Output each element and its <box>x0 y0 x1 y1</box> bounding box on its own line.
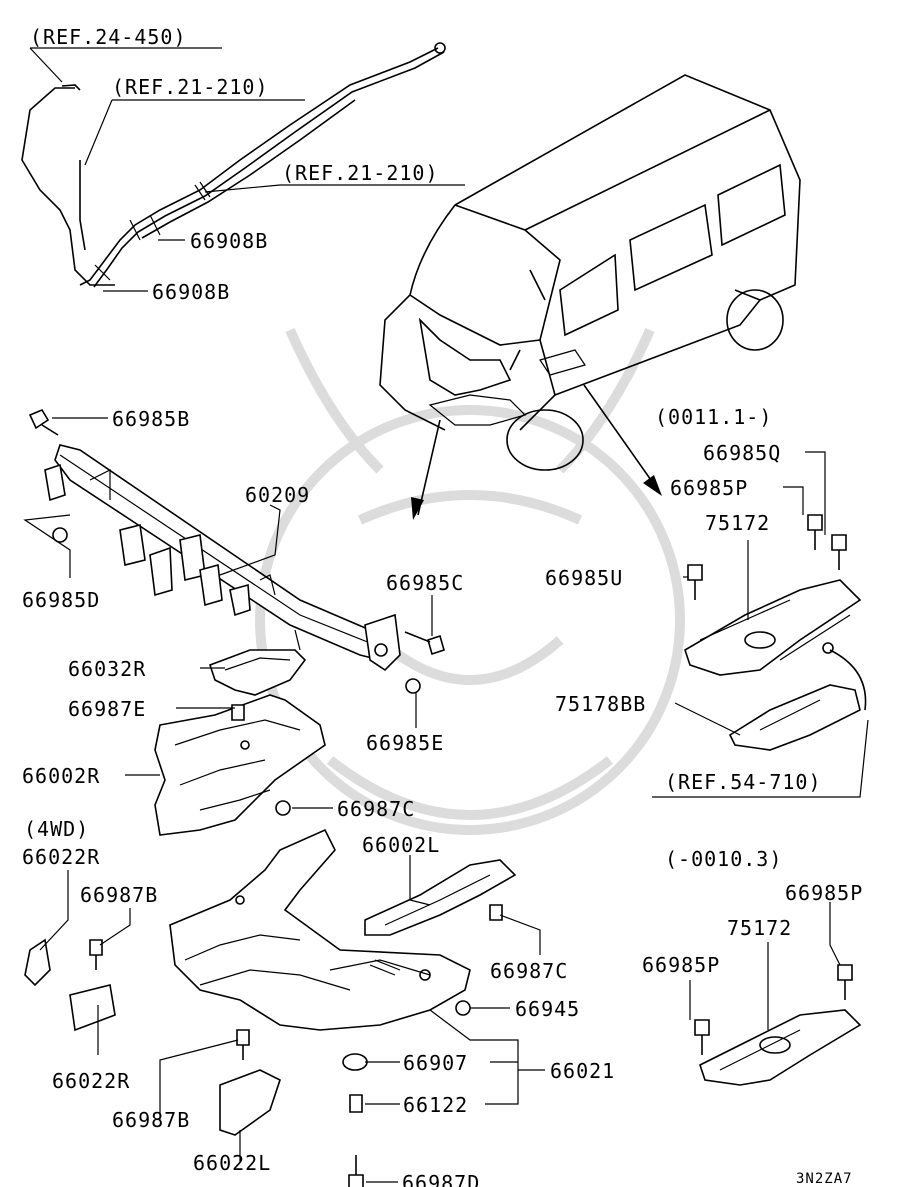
part-66985P-label-c: 66985P <box>642 953 720 977</box>
part-66985P-label-a: 66985P <box>670 476 748 500</box>
part-66022R-label-a: 66022R <box>22 845 100 869</box>
cable-harness <box>21 42 446 288</box>
ref-21-210-label-a: (REF.21-210) <box>112 75 269 99</box>
part-75172-label-b: 75172 <box>727 916 792 940</box>
callout-labels: (REF.24-450) (REF.21-210) (REF.21-210) 6… <box>22 25 863 1187</box>
part-66987C-label-b: 66987C <box>490 959 568 983</box>
watermark-emblem <box>255 327 685 835</box>
leader-lines <box>23 47 869 1183</box>
part-66032R-label: 66032R <box>68 657 146 681</box>
cover-66002R <box>154 694 326 836</box>
part-66987D-label: 66987D <box>402 1171 480 1187</box>
ref-24-450-label: (REF.24-450) <box>30 25 187 49</box>
part-66987B-label-a: 66987B <box>80 883 158 907</box>
part-66985P-label-b: 66985P <box>785 881 863 905</box>
part-75178BB-label: 75178BB <box>555 692 646 716</box>
4wd-label: (4WD) <box>24 817 89 841</box>
skid-75172-lower <box>699 1009 862 1086</box>
part-66022L-label: 66022L <box>193 1151 271 1175</box>
skid-plate-66021 <box>169 828 471 1031</box>
skid-75172-upper <box>684 579 862 676</box>
part-66945-label: 66945 <box>515 997 580 1021</box>
part-66122-label: 66122 <box>403 1093 468 1117</box>
ref-21-210-label-b: (REF.21-210) <box>282 161 439 185</box>
part-66987B-label-b: 66987B <box>112 1108 190 1132</box>
part-66985C-label: 66985C <box>386 571 464 595</box>
part-75172-label-a: 75172 <box>705 511 770 535</box>
part-66021-label: 66021 <box>550 1059 615 1083</box>
part-66985D-label: 66985D <box>22 588 100 612</box>
pointer-arrows <box>411 384 662 520</box>
fasteners <box>28 408 867 1187</box>
brackets-66022 <box>24 938 281 1136</box>
diagram-code: 3N2ZA7 <box>796 1171 853 1187</box>
serial-0010-label: (-0010.3) <box>665 847 782 871</box>
part-66002R-label: 66002R <box>22 764 100 788</box>
part-66908B-label-a: 66908B <box>190 229 268 253</box>
serial-0011-label: (0011.1-) <box>655 405 772 429</box>
part-66907-label: 66907 <box>403 1051 468 1075</box>
van-body <box>379 74 801 471</box>
cross-member-60209 <box>44 444 401 672</box>
part-66987C-label-a: 66987C <box>337 797 415 821</box>
bracket-66032R <box>208 649 307 696</box>
part-66985Q-label: 66985Q <box>703 441 781 465</box>
part-66985B-label: 66985B <box>112 407 190 431</box>
part-66987E-label: 66987E <box>68 697 146 721</box>
part-66985U-label: 66985U <box>545 566 623 590</box>
part-66002L-label: 66002L <box>362 833 440 857</box>
part-60209-label: 60209 <box>245 483 310 507</box>
cover-66002L <box>364 859 517 936</box>
part-66985E-label: 66985E <box>366 731 444 755</box>
ref-54-710-label: (REF.54-710) <box>665 770 822 794</box>
part-66908B-label-b: 66908B <box>152 280 230 304</box>
part-66022R-label-b: 66022R <box>52 1069 130 1093</box>
skid-75178BB <box>728 684 861 751</box>
